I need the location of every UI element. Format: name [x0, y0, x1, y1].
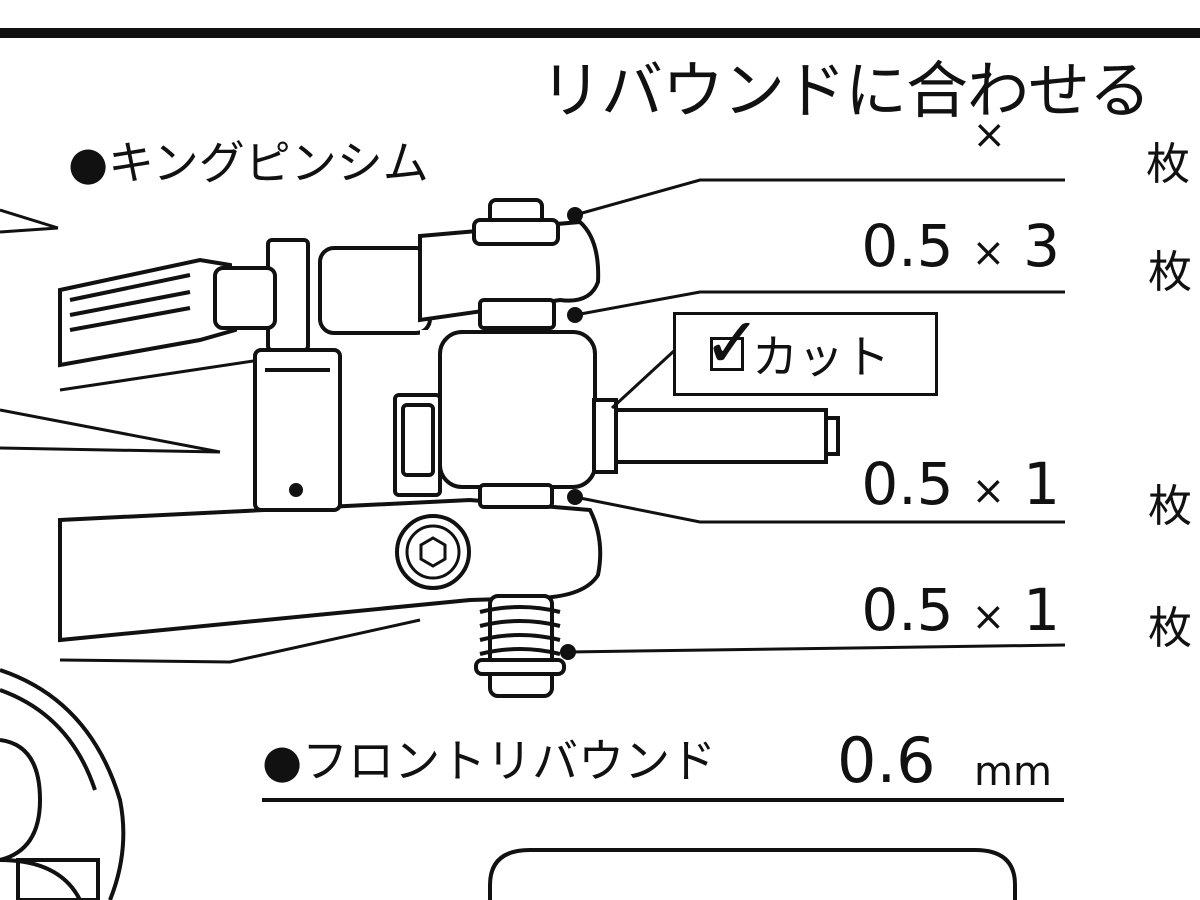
shim-count: 1 [1023, 450, 1060, 518]
cut-checkbox[interactable]: ✓ [703, 302, 762, 384]
leader-line-3 [574, 495, 1065, 524]
shim-count: 1 [1023, 576, 1060, 644]
shim-unit: 枚 [1148, 247, 1192, 298]
page-title: リバウンドに合わせる [539, 54, 1151, 127]
leader-line-4 [567, 643, 1066, 654]
leader-lines [567, 178, 1066, 654]
cut-label: カット [752, 330, 890, 384]
times-sign: × [972, 112, 1006, 158]
steering-post [253, 238, 342, 512]
king-pin-shim-text: ●キングピンシム [68, 136, 429, 190]
shim-thickness: 0.5 [861, 450, 954, 518]
stub-axle [592, 398, 840, 474]
shim-row-1: × [954, 112, 1060, 162]
times-sign: × [971, 594, 1006, 640]
shim-thickness: 0.5 [861, 576, 954, 644]
shim-count: 3 [1023, 212, 1060, 280]
front-rebound-unit: mm [974, 749, 1052, 795]
shim-unit: 枚 [1146, 139, 1190, 190]
leader-dots [560, 207, 583, 660]
shim-row-2: 0.5 × 3 [861, 212, 1060, 280]
leader-line-2 [574, 290, 1065, 317]
spring [474, 594, 566, 698]
front-rebound-value: 0.6 [837, 724, 936, 797]
upper-pivot [472, 198, 560, 330]
cut-callout: ✓ カット [673, 302, 938, 396]
shim-row-3: 0.5 × 1 [861, 450, 1060, 518]
leader-line-1 [574, 178, 1065, 217]
cut-leader [610, 348, 677, 410]
times-sign: × [971, 230, 1006, 276]
upper-rod [58, 219, 601, 368]
shim-unit: 枚 [1148, 481, 1192, 532]
check-mark-icon: ✓ [703, 302, 762, 384]
knuckle [393, 330, 600, 509]
front-rebound: ●フロントリバウンド 0.6 mm [262, 730, 1064, 800]
times-sign: × [971, 468, 1006, 514]
bottom-box [488, 848, 1017, 900]
king-pin-shim-label: ●キングピンシム [68, 140, 429, 186]
hex-bolt [395, 514, 471, 590]
shim-thickness: 0.5 [861, 212, 954, 280]
front-rebound-label: ●フロントリバウンド [262, 734, 717, 788]
top-border [0, 28, 1200, 38]
wheel-fragment [0, 668, 126, 900]
shim-row-4: 0.5 × 1 [861, 576, 1060, 644]
shim-unit: 枚 [1148, 603, 1192, 654]
